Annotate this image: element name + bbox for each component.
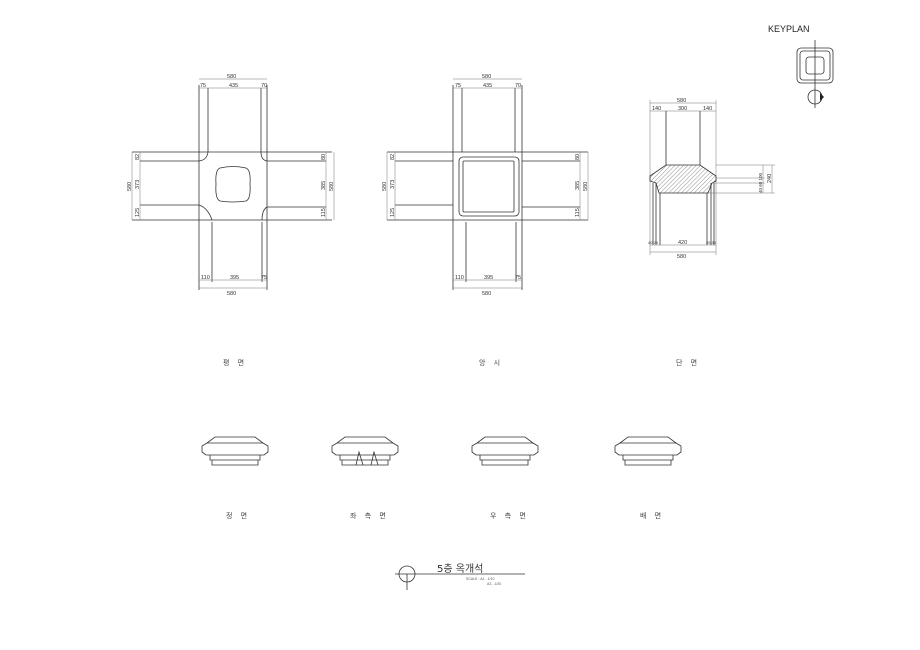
dim: 125 [390, 208, 396, 217]
dim: 75 [200, 83, 206, 89]
dim: 580 [677, 254, 686, 260]
back-elevation [614, 436, 682, 466]
left-side-elevation [331, 436, 399, 466]
front-elevation [201, 436, 269, 466]
dim: 75 [261, 275, 267, 281]
plan-label: 평 면 [223, 358, 247, 367]
scale-line-1: SCALE : A1 - 1/10 [466, 577, 494, 581]
dim: 70 [261, 83, 267, 89]
dim: 75 [515, 275, 521, 281]
dim: 580 [482, 291, 491, 297]
dim: 435 [483, 83, 492, 89]
dim: 580 [127, 182, 133, 191]
left-side-label: 좌 측 면 [350, 511, 389, 520]
dim: 580 [329, 182, 335, 191]
dim: 240 [767, 174, 773, 183]
dim: 140 [703, 106, 712, 112]
dim: 373 [390, 180, 396, 189]
dim: 385 [575, 181, 581, 190]
dim: 75 [455, 83, 461, 89]
front-label: 정 면 [226, 511, 250, 520]
dim: 115 [575, 208, 581, 217]
dim: 580 [583, 182, 589, 191]
dim: 115 [321, 208, 327, 217]
soffit-center-outline [458, 156, 520, 217]
dim: 140 [652, 106, 661, 112]
dim: 395 [484, 275, 493, 281]
dim: 25 35 [706, 240, 717, 245]
dim: 40 60 100 [758, 172, 763, 193]
dim: 300 [678, 106, 687, 112]
dim: 580 [482, 74, 491, 80]
soffit-label: 앙 시 [479, 359, 503, 367]
dim: 435 [229, 83, 238, 89]
right-side-label: 우 측 면 [490, 511, 529, 520]
plan-center-opening [215, 166, 251, 203]
dim: 80 [575, 154, 581, 160]
dim: 80 [321, 154, 327, 160]
scale-line-2: A3 - 1/20 [487, 582, 501, 586]
dim: 385 [321, 181, 327, 190]
keyplan: KEYPLAN [768, 24, 834, 108]
dim: 395 [230, 275, 239, 281]
keyplan-title: KEYPLAN [768, 24, 810, 34]
title-block: 5층 옥개석 SCALE : A1 - 1/10 A3 - 1/20 [395, 563, 525, 590]
dim: 40 25 [648, 240, 659, 245]
dim: 420 [678, 240, 687, 246]
soffit-view: 580 75 435 70 110 395 75 580 580 82 373 … [382, 74, 589, 297]
dim: 580 [227, 74, 236, 80]
plan-view: 580 75 435 70 110 395 75 580 580 82 373 … [127, 74, 335, 297]
dim: 580 [382, 182, 388, 191]
section-view: 580 140 300 140 420 40 25 25 35 580 40 6… [648, 98, 775, 260]
dim: 82 [390, 154, 396, 160]
section-hatch [649, 164, 717, 194]
dim: 125 [135, 208, 141, 217]
dim: 110 [201, 275, 210, 281]
dim: 580 [677, 98, 686, 104]
drawing-title: 5층 옥개석 [437, 563, 483, 575]
section-label: 단 면 [676, 358, 700, 367]
dim: 82 [135, 154, 141, 160]
right-side-elevation [471, 436, 539, 466]
back-label: 배 면 [640, 511, 664, 520]
dim: 110 [455, 275, 464, 281]
dim: 373 [135, 180, 141, 189]
dim: 70 [515, 83, 521, 89]
dim: 580 [227, 291, 236, 297]
